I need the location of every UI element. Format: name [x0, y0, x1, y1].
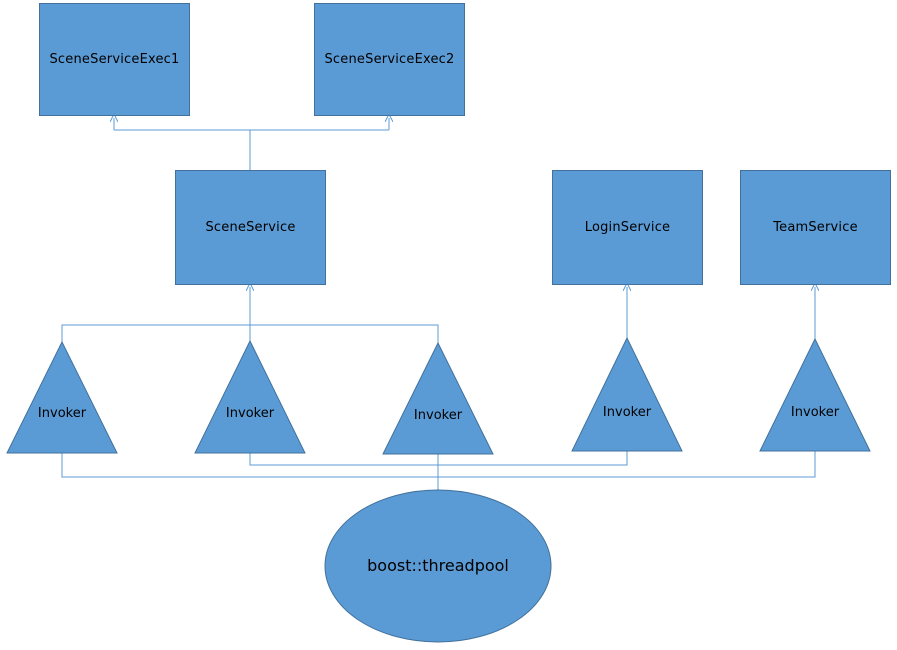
scene-service-box: SceneService: [175, 170, 326, 285]
scene-service-exec2-label: SceneServiceExec2: [324, 52, 455, 67]
invoker-label-4: Invoker: [602, 405, 652, 420]
invoker-triangle-1: [6, 340, 118, 454]
threadpool-label: boost::threadpool: [367, 556, 509, 575]
threadpool-ellipse: [324, 489, 552, 643]
invoker-label-1: Invoker: [37, 406, 87, 421]
scene-service-exec1-box: SceneServiceExec1: [39, 3, 190, 116]
scene-exec-connectors: [114, 118, 389, 170]
login-service-box: LoginService: [552, 170, 703, 285]
invoker-triangle-4: [571, 336, 683, 452]
invoker-triangle-2: [194, 339, 306, 454]
invoker-triangle-5: [759, 337, 871, 452]
scene-service-exec1-label: SceneServiceExec1: [49, 52, 180, 67]
invoker-triangles: [6, 336, 871, 455]
invoker-triangle-3: [382, 341, 494, 455]
invoker-label-5: Invoker: [790, 405, 840, 420]
scene-service-exec2-box: SceneServiceExec2: [314, 3, 465, 116]
team-service-box: TeamService: [740, 170, 891, 285]
invoker-label-2: Invoker: [225, 406, 275, 421]
team-service-label: TeamService: [773, 220, 858, 235]
invoker-label-3: Invoker: [413, 408, 463, 423]
invoker-service-connectors: [61, 287, 815, 343]
threadpool-connectors: [61, 451, 816, 492]
scene-service-label: SceneService: [205, 220, 296, 235]
login-service-label: LoginService: [584, 220, 671, 235]
